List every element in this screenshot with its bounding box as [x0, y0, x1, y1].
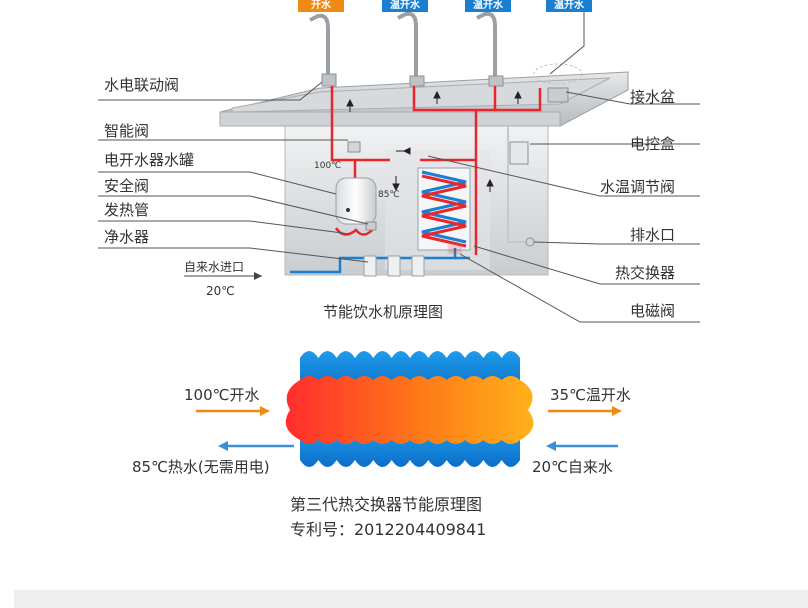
label-inlet: 自来水进口 — [184, 260, 245, 274]
faucet-warm-1 — [397, 11, 418, 82]
hot-water-pipes — [330, 86, 542, 255]
basin-front — [219, 111, 561, 127]
label-water-tank: 电开水器水罐 — [104, 151, 195, 169]
label-control-box: 电控盒 — [630, 135, 676, 153]
valve-block-3 — [488, 75, 504, 87]
water-filters — [363, 255, 425, 277]
label-linkage-valve: 水电联动阀 — [104, 76, 180, 94]
valve-block-1 — [321, 73, 337, 87]
tap-tag-warm-3: 温开水 — [546, 0, 592, 12]
arrow-in-cold — [546, 441, 556, 451]
flow-arrows — [346, 90, 522, 192]
label-85c: 85℃ — [378, 190, 400, 200]
exchanger-illustration — [285, 351, 534, 467]
label-out-warm: 35℃温开水 — [550, 386, 631, 404]
label-smart-valve: 智能阀 — [104, 122, 150, 140]
tank-gauge — [346, 208, 350, 212]
label-water-purifier: 净水器 — [104, 228, 150, 246]
leader-lines-left — [98, 81, 369, 263]
tap-tag-warm-2: 温开水 — [465, 0, 511, 12]
exchanger-title: 第三代热交换器节能原理图 — [290, 495, 483, 514]
label-in-hot: 100℃开水 — [184, 386, 260, 404]
faucet-boiling — [309, 13, 330, 80]
label-100c: 100℃ — [314, 161, 342, 171]
flow-arrows-bottom — [196, 406, 622, 451]
safety-valve — [365, 221, 377, 231]
solenoid-valve — [447, 243, 463, 255]
patent-number: 专利号：2012204409841 — [290, 520, 487, 539]
label-temp-valve: 水温调节阀 — [600, 178, 676, 196]
faucets — [309, 11, 497, 82]
label-heat-exchanger: 热交换器 — [615, 264, 676, 282]
inlet-arrowhead — [254, 272, 262, 280]
tap-tag-warm-1: 温开水 — [382, 0, 428, 12]
drain-pipe — [507, 126, 525, 243]
diagram-title: 节能饮水机原理图 — [323, 303, 444, 321]
label-basin: 接水盆 — [630, 88, 676, 106]
label-out-hot: 85℃热水(无需用电) — [132, 458, 270, 476]
label-in-cold: 20℃自来水 — [532, 458, 613, 476]
valve-block-2 — [409, 75, 425, 87]
label-heating-tube: 发热管 — [104, 201, 150, 219]
exchanger-coil — [421, 170, 467, 248]
faucet-4-ghost — [533, 63, 583, 85]
smart-valve — [347, 141, 361, 153]
leader-lines-right — [427, 12, 700, 323]
water-tank — [335, 177, 377, 225]
label-safety-valve: 安全阀 — [104, 177, 150, 195]
hot-core-band — [285, 376, 534, 444]
tap-tag-boiling: 开水 — [298, 0, 344, 12]
control-box — [509, 141, 529, 165]
label-inlet-temp: 20℃ — [206, 284, 235, 298]
label-solenoid-valve: 电磁阀 — [630, 302, 676, 320]
label-drain: 排水口 — [630, 226, 676, 244]
faucet-warm-2 — [476, 11, 497, 82]
arrow-out-hot — [218, 441, 228, 451]
valve-block-4 — [547, 87, 569, 103]
arrow-in-hot — [260, 406, 270, 416]
drain-outlet — [525, 237, 535, 247]
footer-bar — [14, 590, 808, 608]
basin-inner — [231, 77, 611, 113]
arrow-out-warm — [612, 406, 622, 416]
